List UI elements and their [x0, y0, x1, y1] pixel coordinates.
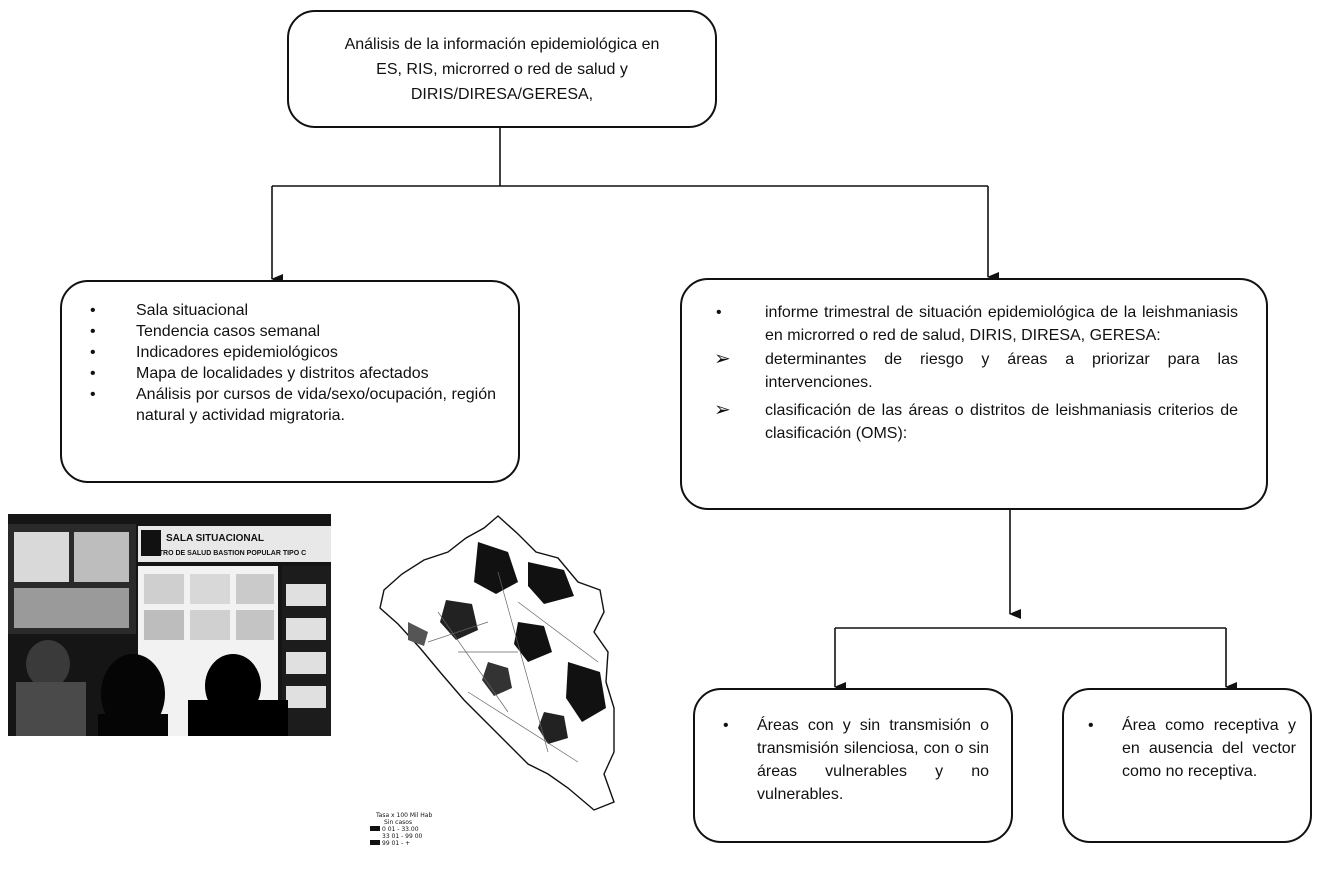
map-legend-row-1: Sin casos	[370, 819, 432, 826]
map-legend-label-3: 33 01 - 99 00	[382, 833, 423, 840]
right-report-box: informe trimestral de situación epidemio…	[680, 278, 1268, 510]
photo-sign-title: SALA SITUACIONAL	[166, 533, 264, 544]
map-legend-label-4: 99 01 - +	[382, 840, 411, 847]
map-legend-label-1: Sin casos	[384, 819, 413, 826]
right-item-informe-text: informe trimestral de situación epidemio…	[765, 304, 1238, 344]
map-legend-label-2: 0 01 - 33.00	[382, 826, 419, 833]
top-box-line-3: DIRIS/DIRESA/GERESA,	[410, 86, 594, 103]
map-legend-row-2: 0 01 - 33.00	[370, 826, 432, 833]
right-item-informe: informe trimestral de situación epidemio…	[710, 302, 1238, 347]
map-legend-swatch-2	[370, 826, 380, 831]
map-legend: Tasa x 100 Mil Hab Sin casos 0 01 - 33.0…	[370, 812, 432, 847]
arrow-bullet-icon: ➢	[714, 348, 731, 370]
photo-sign-subtitle: CENTRO DE SALUD BASTION POPULAR TIPO C	[144, 550, 306, 557]
right-subitem-determinantes-text: determinantes de riesgo y áreas a priori…	[765, 351, 1238, 391]
right-box-list: informe trimestral de situación epidemio…	[710, 302, 1238, 347]
top-box-line-2: ES, RIS, microrred o red de salud y	[376, 61, 628, 78]
right-box-sublist: ➢ determinantes de riesgo y áreas a prio…	[710, 348, 1238, 445]
map-legend-row-4: 99 01 - +	[370, 840, 432, 847]
right-subitem-clasificacion: ➢ clasificación de las áreas o distritos…	[710, 399, 1238, 445]
peru-map	[368, 512, 618, 870]
map-legend-swatch-3	[370, 833, 380, 838]
sala-situacional-photo: SALA SITUACIONAL CENTRO DE SALUD BASTION…	[8, 514, 331, 736]
left-item-sala: Sala situacional	[84, 300, 496, 321]
map-legend-row-3: 33 01 - 99 00	[370, 833, 432, 840]
map-legend-swatch-4	[370, 840, 380, 845]
map-legend-title: Tasa x 100 Mil Hab	[376, 812, 433, 819]
bottom-left-item: Áreas con y sin transmisión o transmisió…	[717, 714, 989, 806]
right-subitem-determinantes: ➢ determinantes de riesgo y áreas a prio…	[710, 348, 1238, 394]
right-subitem-clasificacion-text: clasificación de las áreas o distritos d…	[765, 402, 1238, 442]
left-item-analisis: Análisis por cursos de vida/sexo/ocupaci…	[84, 384, 496, 426]
left-box-list: Sala situacional Tendencia casos semanal…	[84, 300, 496, 426]
photo-illustration: SALA SITUACIONAL CENTRO DE SALUD BASTION…	[8, 514, 331, 736]
left-item-tendencia: Tendencia casos semanal	[84, 321, 496, 342]
bottom-left-areas-box: Áreas con y sin transmisión o transmisió…	[693, 688, 1013, 843]
bottom-right-receptiva-box: Área como receptiva y en ausencia del ve…	[1062, 688, 1312, 843]
top-analysis-box: Análisis de la información epidemiológic…	[287, 10, 717, 128]
bottom-right-item: Área como receptiva y en ausencia del ve…	[1082, 714, 1296, 783]
left-item-indicadores: Indicadores epidemiológicos	[84, 342, 496, 363]
peru-map-shape	[379, 515, 615, 811]
bottom-right-list: Área como receptiva y en ausencia del ve…	[1082, 714, 1296, 783]
left-item-mapa: Mapa de localidades y distritos afectado…	[84, 363, 496, 384]
left-outputs-box: Sala situacional Tendencia casos semanal…	[60, 280, 520, 483]
top-box-line-1: Análisis de la información epidemiológic…	[344, 36, 660, 53]
arrow-bullet-icon: ➢	[714, 399, 731, 421]
bottom-left-list: Áreas con y sin transmisión o transmisió…	[717, 714, 989, 806]
